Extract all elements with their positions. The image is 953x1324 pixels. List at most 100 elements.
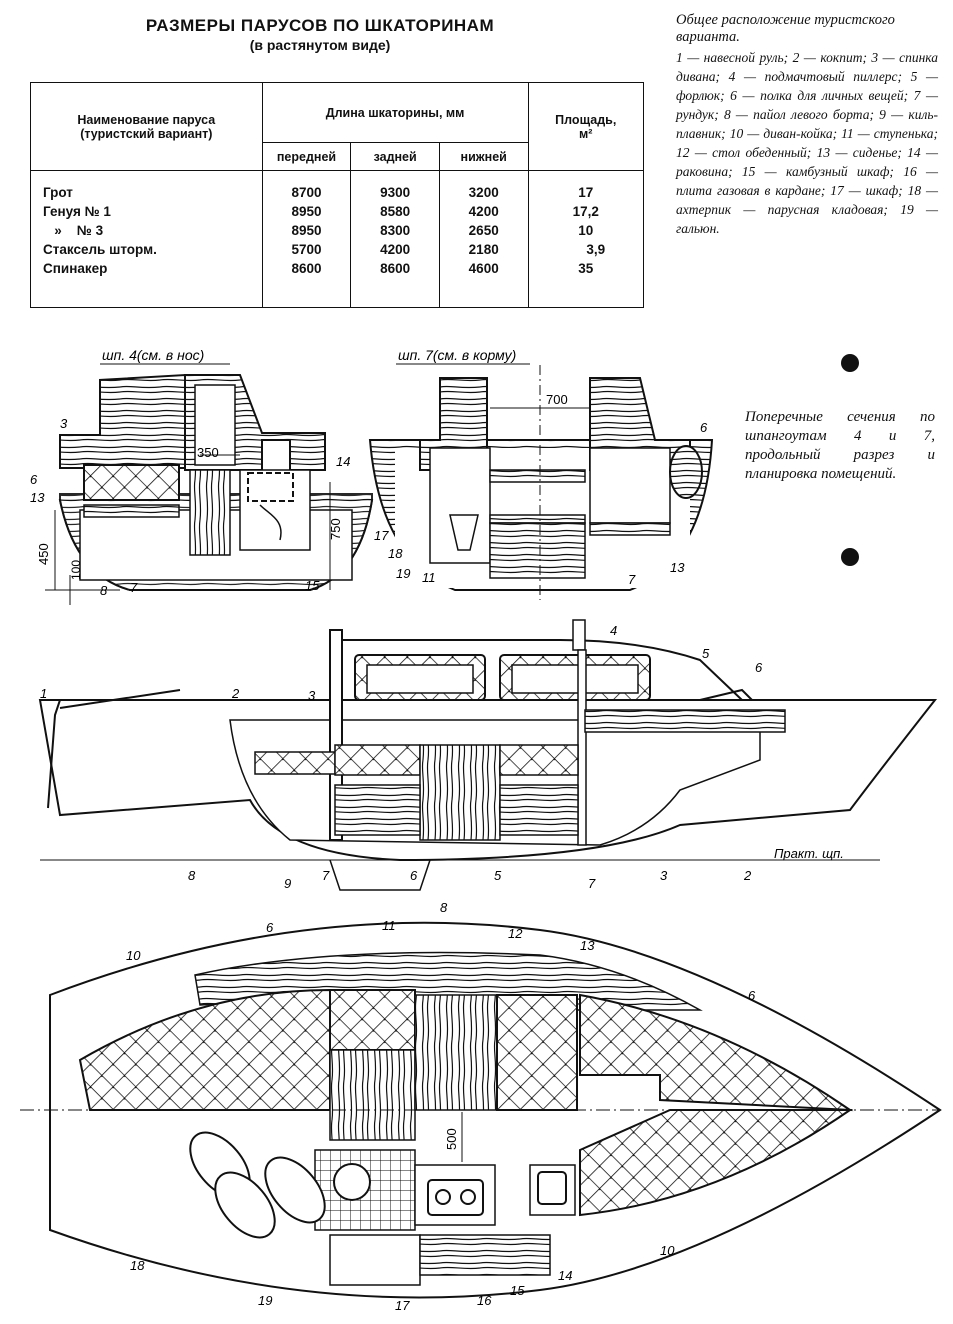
- legend-text: 1 — навесной руль; 2 — кокпит; 3 — спинк…: [676, 50, 938, 236]
- dim-700: 700: [546, 392, 568, 407]
- callout: 15: [510, 1283, 525, 1298]
- dim-100: 100: [69, 560, 83, 580]
- table-cell: 8300: [380, 223, 411, 238]
- callout: 19: [258, 1293, 272, 1308]
- callout: 6: [700, 420, 708, 435]
- callout: 16: [477, 1293, 492, 1308]
- table-row: Стаксель шторм.: [43, 242, 157, 257]
- dim-450: 450: [36, 543, 51, 565]
- table-cell: 10: [578, 223, 594, 238]
- table-cell: 5700: [291, 242, 322, 257]
- callout: 8: [188, 868, 196, 883]
- col-header-length: Длина шкаторины, мм: [261, 82, 529, 143]
- table-cell: 35: [578, 261, 594, 276]
- legend-heading: Общее расположение турист­ского варианта…: [676, 12, 895, 45]
- page-subtitle: (в растянутом виде): [249, 37, 391, 53]
- table-cell: 3200: [468, 185, 499, 200]
- callout: 6: [410, 868, 418, 883]
- col-header-name-line1: Наименование паруса: [77, 112, 216, 127]
- area-column: 17 17,2 10 3,9 35: [527, 170, 644, 308]
- callout: 8: [100, 583, 108, 598]
- callout: 1: [40, 686, 47, 701]
- col-header-area: Площадь, м²: [527, 82, 644, 171]
- table-cell: 8600: [380, 261, 411, 276]
- table-cell: 8950: [291, 223, 322, 238]
- plan-view: [20, 921, 942, 1299]
- table-cell: 4200: [468, 204, 499, 219]
- callout: 14: [336, 454, 350, 469]
- table-row: Грот: [43, 185, 73, 200]
- callout: 10: [126, 948, 141, 963]
- col-header-name: Наименование паруса (туристский вариант): [30, 82, 263, 171]
- callout: 7: [322, 868, 330, 883]
- table-cell: 17: [578, 185, 594, 200]
- callout: 6: [30, 472, 38, 487]
- callout: 3: [60, 416, 68, 431]
- col-header-back: задней: [350, 142, 440, 171]
- callout: 3: [308, 688, 316, 703]
- col-header-area-label: Площадь,: [555, 112, 617, 127]
- callout: 15: [305, 578, 320, 593]
- figure-caption: Поперечные сечения по шпангоутам 4 и 7, …: [745, 409, 935, 482]
- callout: 5: [702, 646, 710, 661]
- callout: 6: [748, 988, 756, 1003]
- callout: 18: [130, 1258, 145, 1273]
- callout: 17: [374, 528, 389, 543]
- callout: 2: [231, 686, 240, 701]
- callout: 13: [670, 560, 685, 575]
- callout: 11: [382, 918, 396, 933]
- longitudinal-section: [38, 619, 938, 891]
- name-column: Грот Генуя № 1 » № 3 Стаксель шторм. Спи…: [30, 170, 263, 308]
- callout: 7: [628, 572, 636, 587]
- callout: 19: [396, 566, 410, 581]
- col-header-area-unit: м²: [579, 126, 593, 141]
- page-title: РАЗМЕРЫ ПАРУСОВ ПО ШКАТОРИНАМ: [145, 16, 495, 35]
- table-cell: 8700: [291, 185, 322, 200]
- callout: 18: [388, 546, 403, 561]
- callout: 11: [422, 570, 436, 585]
- col-header-front: передней: [261, 142, 352, 171]
- callout: 8: [440, 900, 448, 915]
- col-header-name-line2: (туристский вариант): [80, 126, 213, 141]
- bullet-dot: [841, 548, 859, 566]
- callout: 6: [755, 660, 763, 675]
- callout: 4: [610, 623, 617, 638]
- table-cell: 2180: [468, 242, 499, 257]
- callout: 3: [660, 868, 668, 883]
- table-row: Спинакер: [43, 261, 108, 276]
- callout: 10: [660, 1243, 675, 1258]
- table-cell: 8580: [380, 204, 411, 219]
- callout: 2: [743, 868, 752, 883]
- callout: 9: [284, 876, 291, 891]
- section2-label: шп. 7(см. в корму): [398, 347, 516, 363]
- cross-section-frame-7: [368, 365, 714, 600]
- table-body: Грот Генуя № 1 » № 3 Стаксель шторм. Спи…: [30, 170, 644, 308]
- table-cell: 4600: [468, 261, 499, 276]
- table-row: » № 3: [43, 223, 104, 238]
- callout: 7: [588, 876, 596, 891]
- table-cell: 2650: [468, 223, 499, 238]
- table-cell: 8950: [291, 204, 322, 219]
- callout: 13: [30, 490, 45, 505]
- table-cell: 3,9: [586, 242, 606, 257]
- callout: 7: [130, 580, 138, 595]
- waterline-label: Практ. щп.: [774, 846, 844, 861]
- callout: 17: [395, 1298, 410, 1313]
- callout: 13: [580, 938, 595, 953]
- bullet-dot: [841, 354, 859, 372]
- table-cell: 17,2: [572, 204, 599, 219]
- bottom-column: 3200 4200 2650 2180 4600: [438, 170, 529, 308]
- col-header-bottom: нижней: [438, 142, 529, 171]
- table-cell: 8600: [291, 261, 322, 276]
- dim-350: 350: [197, 445, 219, 460]
- table-cell: 9300: [380, 185, 411, 200]
- dim-750: 750: [328, 518, 343, 540]
- section1-label: шп. 4(см. в нос): [102, 347, 204, 363]
- sail-sizes-table: Наименование паруса (туристский вариант)…: [30, 82, 644, 308]
- callout: 5: [494, 868, 502, 883]
- front-column: 8700 8950 8950 5700 8600: [261, 170, 352, 308]
- table-cell: 4200: [380, 242, 411, 257]
- callout: 14: [558, 1268, 572, 1283]
- table-row: Генуя № 1: [43, 204, 111, 219]
